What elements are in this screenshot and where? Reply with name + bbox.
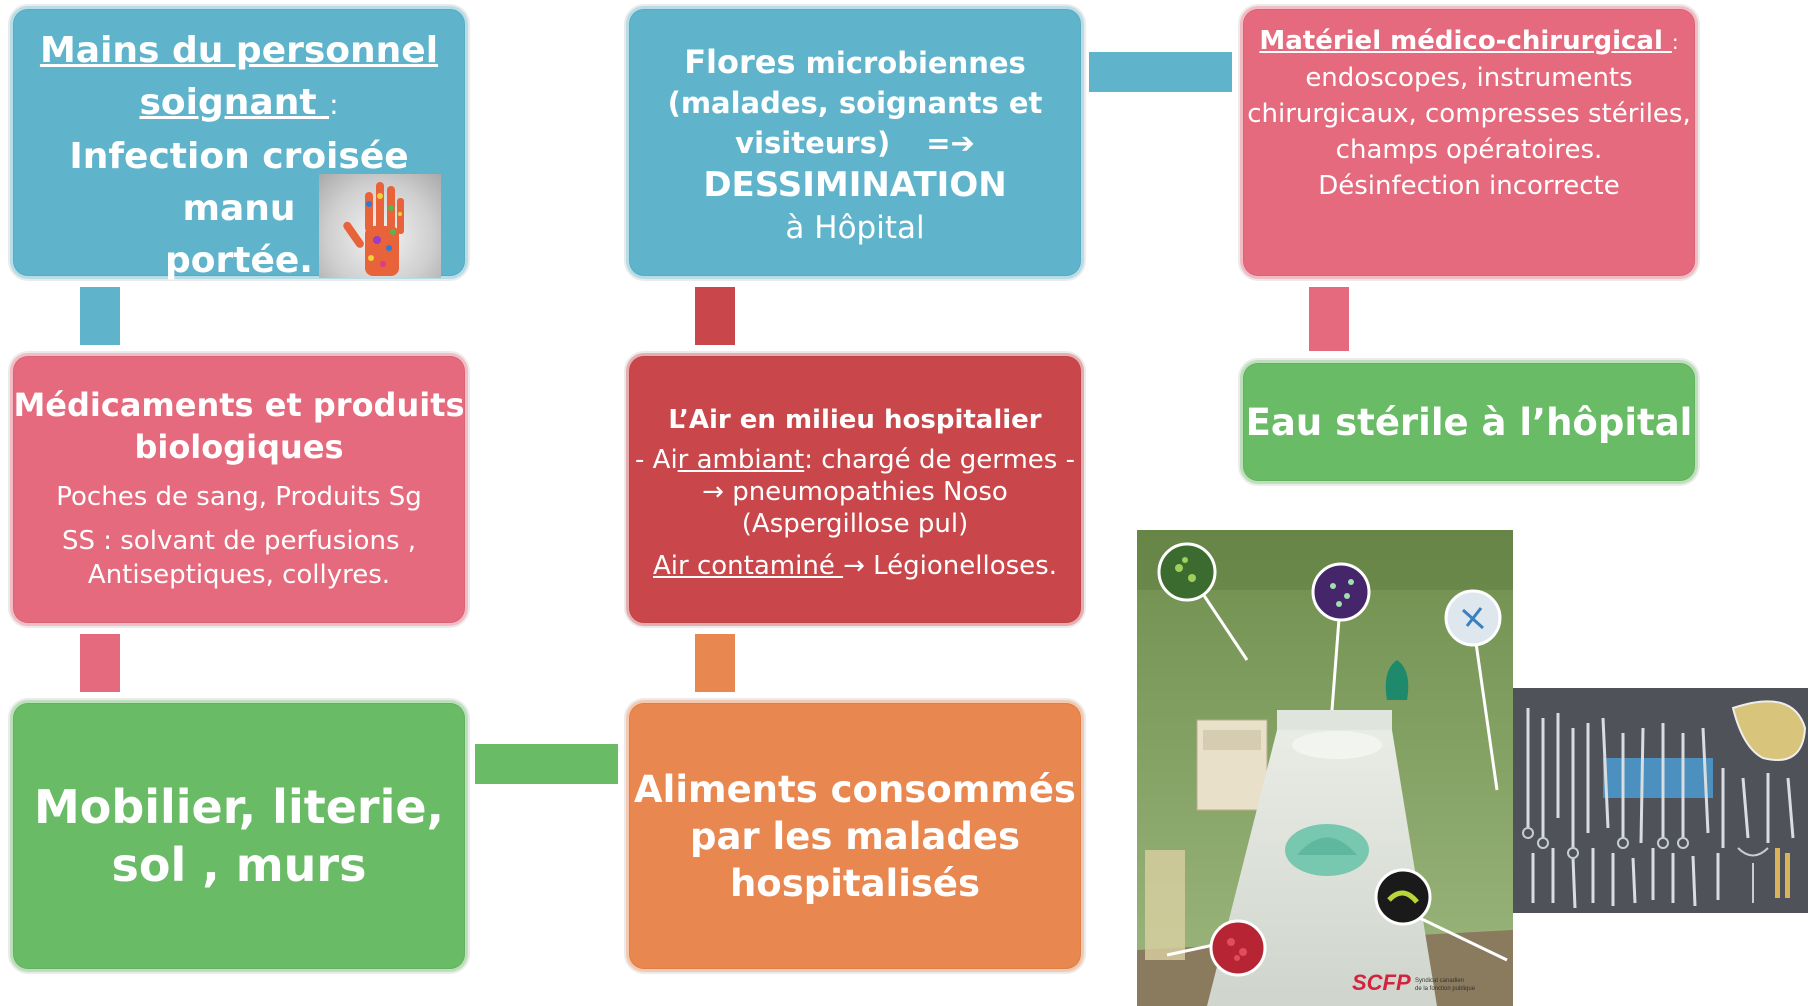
air-line4-post: → Légionelloses. [843, 550, 1057, 581]
flora-line4: DESSIMINATION [703, 165, 1007, 205]
food-line2: par les malades [689, 814, 1021, 858]
air-line4-underlined: Air contaminé [653, 550, 844, 581]
flora-line5: à Hôpital [785, 210, 925, 246]
hands-title-colon: : [329, 88, 339, 121]
scfp-logo: SCFP [1352, 970, 1411, 995]
surgical-instruments-photo [1513, 688, 1808, 913]
hospital-room-photo: SCFP Syndicat canadien de la fonction pu… [1137, 530, 1513, 1006]
connector-flora-air [695, 287, 735, 345]
medications-line1: Poches de sang, Produits Sg [56, 482, 422, 512]
hands-line3: Infection croisée manu [69, 136, 409, 229]
air-line1-underlined: r ambiant [677, 444, 805, 475]
flora-line1: microbiennes [795, 46, 1026, 80]
air-title: L’Air en milieu hospitalier [668, 404, 1042, 435]
medications-line3: Antiseptiques, collyres. [87, 560, 391, 590]
equipment-title: Matériel médico-chirurgical [1259, 26, 1672, 56]
hospital-room-illustration: SCFP Syndicat canadien de la fonction pu… [1137, 530, 1513, 1006]
food-box: Aliments consommés par les malades hospi… [626, 700, 1084, 972]
connector-furniture-food [475, 744, 618, 784]
flora-line3: visiteurs) [735, 126, 891, 160]
equipment-line2: chirurgicaux, compresses stériles, [1247, 99, 1691, 129]
instruments-illustration [1513, 688, 1808, 913]
equipment-line1: endoscopes, instruments [1305, 63, 1633, 93]
equipment-title-colon: : [1671, 30, 1679, 54]
medications-title2: biologiques [134, 428, 344, 466]
air-box: L’Air en milieu hospitalier - Air ambian… [626, 353, 1084, 626]
flora-bold: Flores [684, 43, 796, 81]
air-line3: (Aspergillose pul) [741, 508, 969, 539]
connector-equipment-water [1309, 287, 1349, 351]
food-line3: hospitalisés [729, 861, 981, 905]
medications-title1: Médicaments et produits [13, 386, 465, 424]
water-box: Eau stérile à l’hôpital [1240, 360, 1698, 484]
hands-line4: portée. [165, 240, 313, 281]
air-line1-post: : chargé de germes - [804, 444, 1075, 475]
connector-hands-medications [80, 287, 120, 345]
furniture-line1: Mobilier, literie, [33, 780, 445, 834]
flora-arrow: =➔ [926, 126, 975, 160]
hand-icon [343, 182, 404, 276]
medications-line2: SS : solvant de perfusions , [61, 526, 417, 556]
furniture-box: Mobilier, literie, sol , murs [10, 700, 468, 972]
connector-medications-furniture [80, 634, 120, 692]
medications-box: Médicaments et produits biologiques Poch… [10, 353, 468, 626]
equipment-line4: Désinfection incorrecte [1318, 171, 1620, 201]
equipment-box: Matériel médico-chirurgical : endoscopes… [1240, 6, 1698, 279]
hands-box: Mains du personnel soignant : Infection … [10, 6, 468, 281]
flora-box: Flores microbiennes (malades, soignants … [626, 6, 1084, 279]
water-title: Eau stérile à l’hôpital [1245, 400, 1693, 444]
connector-flora-equipment [1089, 52, 1232, 92]
hands-title-line1: Mains du personnel [39, 30, 439, 71]
furniture-line2: sol , murs [111, 838, 367, 892]
equipment-line3: champs opératoires. [1335, 135, 1603, 165]
flora-line2: (malades, soignants et [667, 86, 1043, 120]
hand-germs-image [319, 174, 441, 278]
connector-air-food [695, 634, 735, 692]
air-line1-pre: - Ai [635, 444, 678, 475]
scfp-logo-sub2: de la fonction publique [1415, 986, 1476, 992]
scfp-logo-sub1: Syndicat canadien [1415, 978, 1464, 984]
air-line2: → pneumopathies Noso [702, 476, 1008, 507]
food-line1: Aliments consommés [634, 767, 1076, 811]
hands-title-line2: soignant [139, 82, 330, 123]
